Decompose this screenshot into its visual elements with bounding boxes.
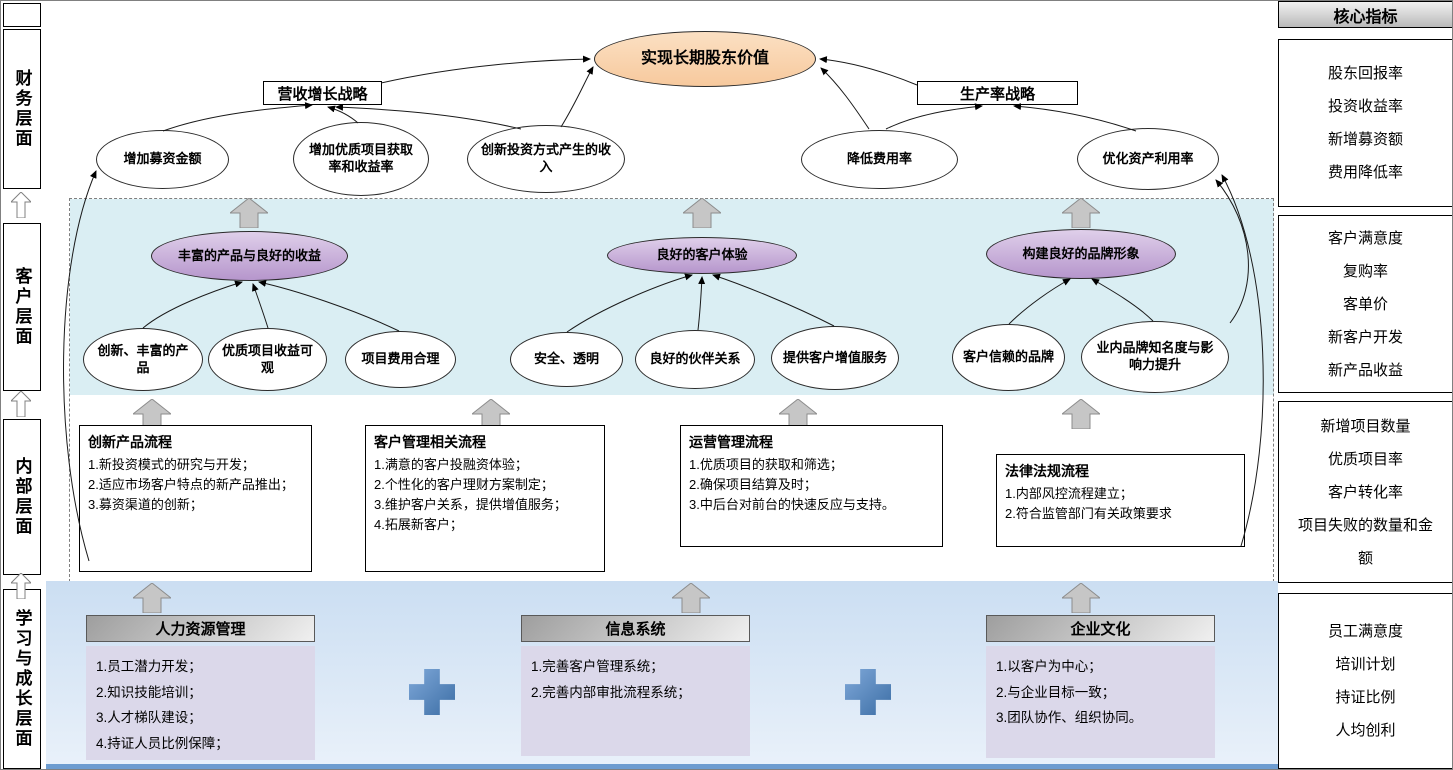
process-item: 2.个性化的客户理财方案制定；: [374, 477, 554, 493]
corner-cell: [3, 3, 41, 27]
perspective-label-learning: 学习与成长层面: [3, 589, 41, 769]
learning-item: 2.知识技能培训；: [96, 684, 202, 700]
kpi-item: 客户满意度: [1327, 229, 1403, 247]
process-item: 3.维护客户关系，提供增值服务；: [374, 497, 567, 513]
customer-value-ellipse: 良好的伙伴关系: [635, 330, 755, 389]
process-box-legal: 法律法规流程 1.内部风控流程建立； 2.符合监管部门有关政策要求: [996, 454, 1245, 547]
process-box-product-innovation: 创新产品流程 1.新投资模式的研究与开发； 2.适应市场客户特点的新产品推出； …: [79, 425, 312, 572]
process-item: 1.内部风控流程建立；: [1005, 486, 1133, 501]
process-title: 运营管理流程: [689, 434, 773, 450]
layer-up-arrow-icon: [1060, 398, 1102, 434]
customer-value-ellipse: 项目费用合理: [345, 331, 456, 388]
kpi-group-internal: 新增项目数量 优质项目率 客户转化率 项目失败的数量和金额: [1278, 401, 1452, 583]
kpi-item: 人均创利: [1335, 722, 1396, 739]
perspective-label-internal: 内部层面: [3, 419, 41, 575]
process-title: 客户管理相关流程: [374, 434, 486, 450]
layer-up-arrow-icon: [1060, 582, 1102, 618]
learning-item: 2.完善内部审批流程系统；: [531, 684, 691, 700]
customer-theme-ellipse: 构建良好的品牌形象: [986, 229, 1176, 279]
process-item: 4.拓展新客户；: [374, 517, 463, 533]
financial-ellipse: 创新投资方式产生的收入: [467, 125, 625, 193]
kpi-item: 股东回报率: [1327, 65, 1403, 82]
customer-value-ellipse: 客户信赖的品牌: [952, 324, 1065, 391]
process-title: 法律法规流程: [1005, 463, 1089, 479]
kpi-item: 投资收益率: [1327, 98, 1403, 115]
strategy-box-productivity: 生产率战略: [917, 81, 1078, 105]
perspective-label-customer: 客户层面: [3, 223, 41, 391]
financial-ellipse: 增加募资金额: [96, 130, 229, 189]
up-arrow-icon: [11, 391, 31, 417]
process-item: 1.新投资模式的研究与开发；: [88, 457, 255, 472]
customer-value-ellipse: 提供客户增值服务: [771, 326, 899, 390]
customer-value-ellipse: 创新、丰富的产品: [83, 328, 203, 391]
layer-up-arrow-icon: [131, 582, 173, 618]
process-item: 2.确保项目结算及时；: [689, 477, 817, 493]
learning-header-culture: 企业文化: [986, 615, 1215, 642]
layer-up-arrow-icon: [228, 197, 270, 233]
kpi-item: 新客户开发: [1327, 328, 1403, 346]
kpi-item: 培训计划: [1335, 656, 1396, 673]
kpi-item: 复购率: [1342, 262, 1388, 280]
process-title: 创新产品流程: [88, 434, 172, 450]
process-item: 2.适应市场客户特点的新产品推出；: [88, 477, 294, 493]
financial-ellipse: 降低费用率: [801, 130, 958, 189]
goal-ellipse: 实现长期股东价值: [594, 31, 816, 87]
learning-body-it: 1.完善客户管理系统； 2.完善内部审批流程系统；: [521, 646, 750, 756]
learning-item: 1.完善客户管理系统；: [531, 659, 664, 674]
kpi-item: 员工满意度: [1327, 623, 1403, 640]
customer-value-ellipse: 优质项目收益可观: [208, 328, 327, 391]
learning-item: 3.团队协作、组织协同。: [996, 710, 1143, 726]
customer-theme-ellipse: 良好的客户体验: [607, 237, 797, 274]
kpi-item: 优质项目率: [1327, 450, 1403, 468]
process-item: 3.募资渠道的创新；: [88, 497, 203, 513]
layer-up-arrow-icon: [681, 197, 723, 233]
customer-value-ellipse: 安全、透明: [510, 332, 623, 387]
learning-body-culture: 1.以客户为中心； 2.与企业目标一致； 3.团队协作、组织协同。: [986, 646, 1215, 758]
learning-item: 1.以客户为中心；: [996, 659, 1102, 674]
kpi-item: 新增项目数量: [1320, 417, 1411, 435]
financial-ellipse: 优化资产利用率: [1077, 128, 1219, 190]
perspective-label-financial: 财务层面: [3, 29, 41, 189]
kpi-item: 客户转化率: [1327, 483, 1403, 501]
strategy-box-revenue-growth: 营收增长战略: [263, 81, 382, 105]
kpi-group-learning: 员工满意度 培训计划 持证比例 人均创利: [1278, 593, 1452, 769]
kpi-item: 项目失败的数量和金额: [1297, 516, 1433, 567]
learning-item: 1.员工潜力开发；: [96, 659, 202, 674]
kpi-item: 费用降低率: [1327, 164, 1403, 181]
learning-item: 2.与企业目标一致；: [996, 684, 1116, 700]
kpi-item: 新增募资额: [1327, 131, 1403, 148]
kpi-item: 客单价: [1342, 295, 1388, 313]
learning-item: 3.人才梯队建设；: [96, 710, 202, 726]
layer-up-arrow-icon: [670, 582, 712, 618]
customer-theme-ellipse: 丰富的产品与良好的收益: [151, 231, 348, 281]
learning-body-hr: 1.员工潜力开发； 2.知识技能培训； 3.人才梯队建设； 4.持证人员比例保障…: [86, 646, 315, 760]
process-item: 3.中后台对前台的快速反应与支持。: [689, 497, 895, 513]
customer-value-ellipse: 业内品牌知名度与影响力提升: [1081, 321, 1229, 393]
learning-header-hr: 人力资源管理: [86, 615, 315, 642]
process-box-operations: 运营管理流程 1.优质项目的获取和筛选； 2.确保项目结算及时； 3.中后台对前…: [680, 425, 943, 547]
process-item: 2.符合监管部门有关政策要求: [1005, 506, 1172, 522]
bottom-strip: [46, 764, 1278, 769]
process-item: 1.满意的客户投融资体验；: [374, 457, 528, 472]
process-box-customer-management: 客户管理相关流程 1.满意的客户投融资体验； 2.个性化的客户理财方案制定； 3…: [365, 425, 605, 572]
learning-item: 4.持证人员比例保障；: [96, 735, 229, 751]
up-arrow-icon: [11, 573, 31, 599]
kpi-group-financial: 股东回报率 投资收益率 新增募资额 费用降低率: [1278, 39, 1452, 207]
kpi-item: 持证比例: [1335, 689, 1396, 706]
kpi-header: 核心指标: [1278, 1, 1452, 28]
kpi-group-customer: 客户满意度 复购率 客单价 新客户开发 新产品收益: [1278, 215, 1452, 393]
learning-header-it: 信息系统: [521, 615, 750, 642]
financial-ellipse: 增加优质项目获取率和收益率: [293, 122, 429, 196]
process-item: 1.优质项目的获取和筛选；: [689, 457, 843, 472]
up-arrow-icon: [11, 192, 31, 218]
kpi-item: 新产品收益: [1327, 361, 1403, 379]
layer-up-arrow-icon: [1060, 197, 1102, 233]
